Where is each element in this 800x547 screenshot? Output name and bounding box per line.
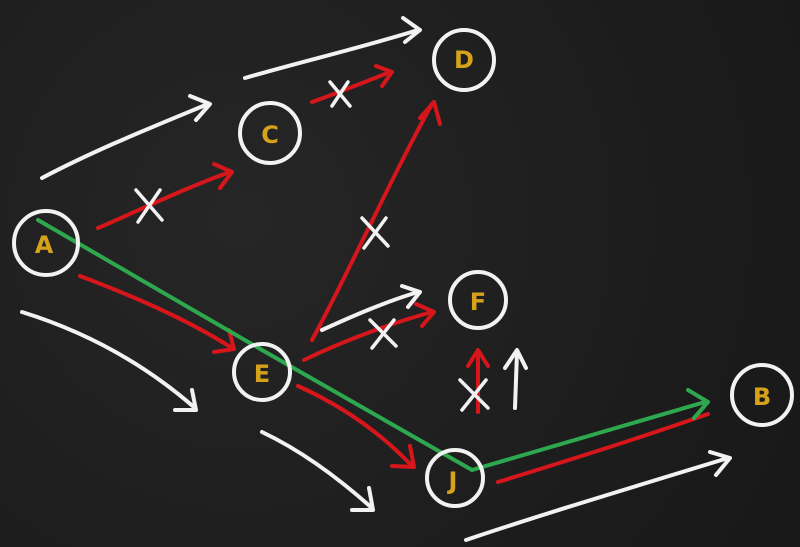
node-d-circle (432, 28, 496, 92)
node-c-label: C (261, 121, 279, 149)
node-c-circle (238, 101, 302, 165)
cross-marks (134, 80, 490, 412)
node-a-circle (12, 209, 80, 277)
white-arrows (20, 16, 732, 542)
node-j-circle (425, 448, 485, 508)
cross-mark-e-f (368, 318, 398, 350)
red-edge-a-c (96, 170, 232, 230)
node-b-label: B (753, 383, 771, 411)
red-arrows (78, 64, 710, 484)
node-e-label: E (254, 360, 270, 388)
red-edge-j-b (496, 412, 710, 484)
node-e-circle (232, 342, 292, 402)
white-arrow-to-c (40, 102, 210, 180)
nodes (12, 28, 794, 508)
white-arrow-bottom-to-b (464, 456, 730, 542)
red-edge-c-d (310, 70, 392, 104)
green-shortest-path (36, 218, 710, 472)
red-edge-e-f (302, 310, 434, 362)
cross-mark-c-d (328, 80, 352, 108)
green-segment-j-b (470, 400, 707, 472)
white-arrow-up (513, 350, 519, 410)
white-arrow-to-j (260, 430, 374, 510)
cross-mark-a-c (134, 188, 164, 224)
red-edge-e-d (310, 102, 434, 342)
node-b-circle (730, 363, 794, 427)
red-edge-a-e (78, 274, 234, 350)
red-edge-e-j (296, 384, 414, 468)
node-a-label: A (35, 231, 54, 259)
node-f-label: F (470, 288, 486, 316)
node-d-label: D (454, 46, 474, 74)
white-arrow-to-e (20, 310, 197, 410)
white-arrow-to-f (320, 290, 420, 332)
white-arrow-to-d (243, 28, 420, 80)
node-labels: A C D E F J B (35, 46, 771, 495)
cross-mark-e-d (360, 216, 390, 250)
cross-mark-up (458, 378, 490, 412)
node-j-label: J (447, 467, 458, 495)
green-segment-a-j (36, 218, 474, 472)
node-f-circle (448, 270, 508, 330)
